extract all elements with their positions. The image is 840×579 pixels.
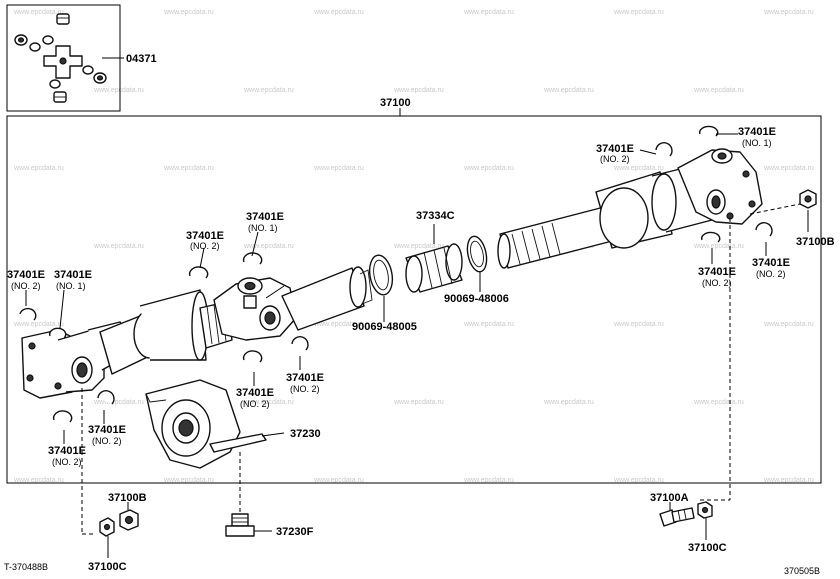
watermark-text: www.epcdata.ru [463, 321, 514, 328]
clip-label-center-b: 37401E [246, 211, 284, 223]
watermark-text: www.epcdata.ru [463, 477, 514, 484]
corner-code-right: 370505B [784, 566, 820, 576]
dashed-mounting-lines [81, 203, 801, 535]
watermark-text: www.epcdata.ru [763, 321, 814, 328]
label-37230: 37230 [290, 428, 321, 440]
watermark-text: www.epcdata.ru [763, 165, 814, 172]
watermark-text: www.epcdata.ru [543, 399, 594, 406]
label-37230f: 37230F [276, 526, 314, 538]
watermark-text: www.epcdata.ru [13, 321, 64, 328]
label-37100c-left: 37100C [88, 561, 127, 573]
front-shaft-tube [99, 289, 209, 375]
clip-label-lower-a: 37401E [88, 424, 126, 436]
right-flange-yoke [677, 148, 763, 225]
watermark-text: www.epcdata.ru [243, 243, 294, 250]
watermark-text: www.epcdata.ru [313, 321, 364, 328]
center-universal-joint [213, 277, 297, 341]
clip-sub-center-c: (NO. 2) [240, 399, 270, 409]
label-37100: 37100 [380, 97, 411, 109]
clip-label-center-d: 37401E [286, 372, 324, 384]
watermark-text: www.epcdata.ru [693, 399, 744, 406]
clip-label-left-outer: 37401E [7, 269, 45, 281]
clip-sub-center-b: (NO. 1) [248, 223, 278, 233]
clip-sub-right-c: (NO. 2) [702, 278, 732, 288]
watermark-text: www.epcdata.ru [613, 165, 664, 172]
watermark-text: www.epcdata.ru [763, 477, 814, 484]
snap-ring-90069-48006 [466, 235, 488, 292]
label-04371: 04371 [126, 53, 157, 65]
clip-sub-center-d: (NO. 2) [290, 384, 320, 394]
watermark-text: www.epcdata.ru [543, 87, 594, 94]
watermark-text: www.epcdata.ru [313, 477, 364, 484]
clip-label-lower-b: 37401E [48, 445, 86, 457]
clip-sub-left-outer: (NO. 2) [11, 281, 41, 291]
clip-label-left-inner: 37401E [54, 269, 92, 281]
clip-sub-right-a: (NO. 2) [600, 154, 630, 164]
middle-shaft-tube [281, 266, 373, 331]
nut-37100b-right [799, 189, 817, 209]
watermark-text: www.epcdata.ru [163, 165, 214, 172]
watermark-text: www.epcdata.ru [243, 399, 294, 406]
center-support-bearing [145, 379, 285, 469]
watermark-text: www.epcdata.ru [243, 87, 294, 94]
watermark-text: www.epcdata.ru [693, 87, 744, 94]
watermark-text: www.epcdata.ru [693, 243, 744, 250]
callout-labels: 04371 37100 37334C 90069-48006 90069-480… [4, 53, 835, 576]
watermark-text: www.epcdata.ru [763, 9, 814, 16]
dust-boot-37334c [405, 224, 463, 293]
watermark-text: www.epcdata.ru [393, 243, 444, 250]
clip-sub-left-inner: (NO. 1) [56, 281, 86, 291]
label-90069-48006: 90069-48006 [444, 293, 509, 305]
watermark-text: www.epcdata.ru [613, 477, 664, 484]
label-37100b-left: 37100B [108, 492, 147, 504]
watermark-text: www.epcdata.ru [13, 477, 64, 484]
assembly-frame [6, 115, 822, 484]
watermark-text: www.epcdata.ru [393, 399, 444, 406]
clip-label-right-a: 37401E [596, 143, 634, 155]
spider-kit-illustration [14, 13, 124, 103]
watermark-text: www.epcdata.ru [13, 165, 64, 172]
leader-lines [25, 133, 809, 444]
clip-rings [19, 125, 773, 423]
clip-label-right-d: 37401E [752, 257, 790, 269]
left-flange-yoke [21, 321, 127, 399]
watermark-layer: www.epcdata.ru www.epcdata.ru www.epcdata.… [13, 9, 814, 484]
watermark-text: www.epcdata.ru [93, 87, 144, 94]
clip-sub-lower-b: (NO. 2) [52, 457, 82, 467]
snap-ring-90069-48005 [368, 254, 394, 322]
label-90069-48005: 90069-48005 [352, 321, 417, 333]
watermark-text: www.epcdata.ru [313, 9, 364, 16]
watermark-text: www.epcdata.ru [313, 165, 364, 172]
clip-label-center-a: 37401E [186, 230, 224, 242]
clip-sub-lower-a: (NO. 2) [92, 436, 122, 446]
clip-sub-right-d: (NO. 2) [756, 269, 786, 279]
watermark-text: www.epcdata.ru [93, 399, 144, 406]
bottom-hardware [99, 501, 713, 558]
watermark-text: www.epcdata.ru [463, 165, 514, 172]
corner-code-left: T-370488B [4, 562, 48, 572]
watermark-text: www.epcdata.ru [93, 243, 144, 250]
clip-label-right-b: 37401E [738, 126, 776, 138]
clip-sub-right-b: (NO. 1) [742, 138, 772, 148]
label-37334c: 37334C [416, 210, 455, 222]
watermark-text: www.epcdata.ru [13, 9, 64, 16]
watermark-text: www.epcdata.ru [163, 9, 214, 16]
watermark-text: www.epcdata.ru [163, 477, 214, 484]
label-37100c-right: 37100C [688, 542, 727, 554]
splined-shaft [497, 205, 617, 269]
label-37100b-right: 37100B [796, 236, 835, 248]
watermark-text: www.epcdata.ru [393, 87, 444, 94]
watermark-text: www.epcdata.ru [613, 321, 664, 328]
label-37100a: 37100A [650, 492, 689, 504]
clip-label-center-c: 37401E [236, 387, 274, 399]
clip-label-right-c: 37401E [698, 266, 736, 278]
watermark-text: www.epcdata.ru [613, 9, 664, 16]
watermark-text: www.epcdata.ru [463, 9, 514, 16]
clip-sub-center-a: (NO. 2) [190, 241, 220, 251]
